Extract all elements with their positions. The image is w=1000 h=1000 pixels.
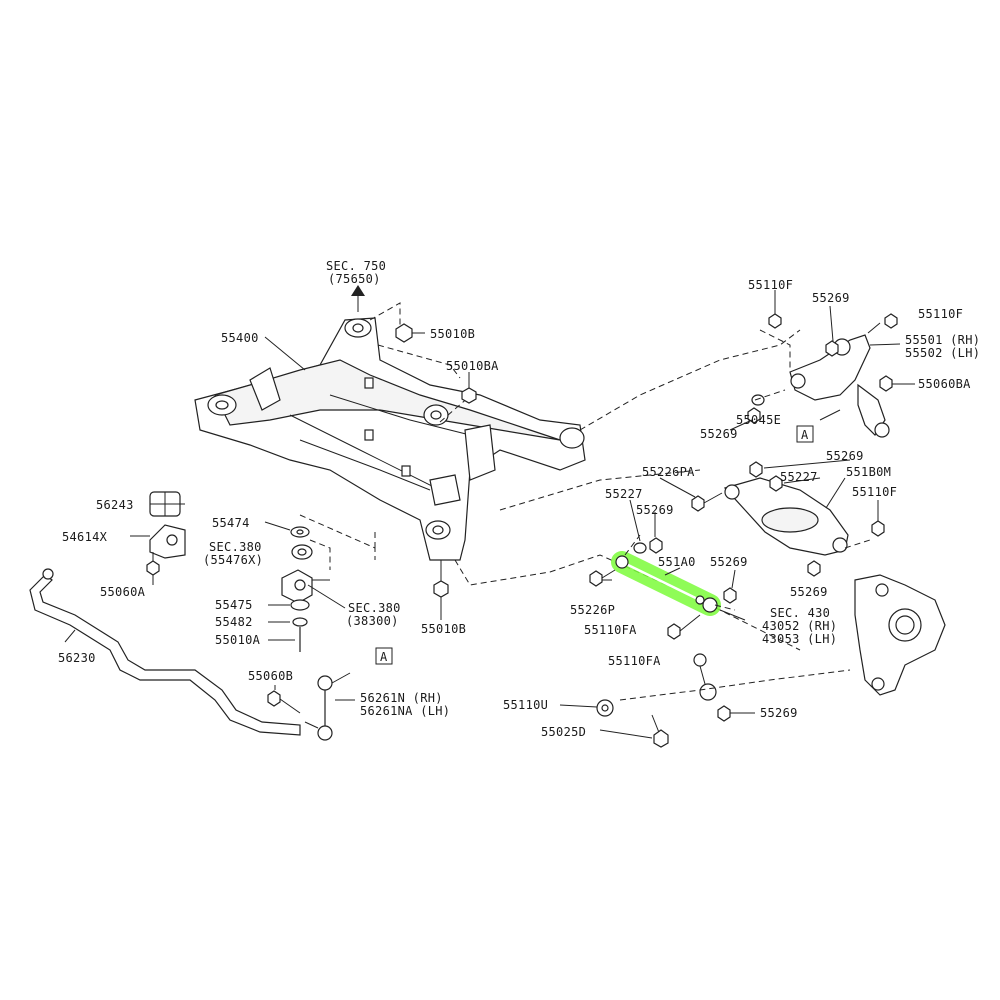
label-sec380b: SEC.380 xyxy=(348,601,401,615)
label-55110f-r: 55110F xyxy=(852,485,897,499)
label-54614x: 54614X xyxy=(62,530,108,544)
label-55502: 55502 (LH) xyxy=(905,346,980,360)
bolt-55110f-top xyxy=(768,290,782,329)
lower-link-55110u xyxy=(596,683,717,717)
label-551a0: 551A0 xyxy=(658,555,696,569)
differential-mount-38300 xyxy=(281,569,330,604)
bolt-55110fa2 xyxy=(693,653,707,685)
washer-55045e xyxy=(747,394,765,424)
label-43053: 43053 (LH) xyxy=(762,632,837,646)
label-55025d: 55025D xyxy=(541,725,586,739)
clamp-54614x xyxy=(149,524,186,559)
washer-55475 xyxy=(290,599,310,611)
label-55269-c: 55269 xyxy=(636,503,674,517)
reference-box-a-right: A xyxy=(796,425,814,443)
label-55501: 55501 (RH) xyxy=(905,333,980,347)
label-55269-mid: 55269 xyxy=(700,427,738,441)
rear-subframe xyxy=(194,317,586,561)
label-55110f-top: 55110F xyxy=(748,278,793,292)
stabilizer-link-56261n xyxy=(304,672,351,741)
nut-55010ba xyxy=(461,372,477,404)
svg-text:A: A xyxy=(380,650,388,664)
label-sec430: SEC. 430 xyxy=(770,606,830,620)
label-55010a: 55010A xyxy=(215,633,261,647)
label-55227: 55227 xyxy=(605,487,643,501)
nut-55269-top xyxy=(825,340,839,357)
nut-55269-c2 xyxy=(723,587,737,604)
washer-55474 xyxy=(290,526,310,538)
knuckle-43052 xyxy=(854,574,946,696)
bolt-55060b xyxy=(267,690,301,714)
label-sec380a: SEC.380 xyxy=(209,540,262,554)
label-sec750-sub: (75650) xyxy=(328,272,381,286)
label-sec750: SEC. 750 xyxy=(326,259,386,273)
bolt-55110fa xyxy=(667,614,701,640)
label-55227-r: 55227 xyxy=(780,470,818,484)
label-55060b: 55060B xyxy=(248,669,293,683)
label-55269-top: 55269 xyxy=(812,291,850,305)
label-55474: 55474 xyxy=(212,516,250,530)
washer-55227 xyxy=(633,542,647,554)
label-56230: 56230 xyxy=(58,651,96,665)
label-55060a: 55060A xyxy=(100,585,146,599)
svg-text:A: A xyxy=(801,428,809,442)
label-55226pa: 55226PA xyxy=(642,465,695,479)
label-sec380a-sub: (55476X) xyxy=(203,553,263,567)
nut-55010b-top xyxy=(395,323,425,343)
nut-55010b-bottom xyxy=(433,560,449,612)
label-55400: 55400 xyxy=(221,331,259,345)
label-55110fa: 55110FA xyxy=(584,623,637,637)
nut-55060ba xyxy=(879,375,893,392)
label-55110u: 55110U xyxy=(503,698,548,712)
label-551b0m: 551B0M xyxy=(846,465,891,479)
bolt-55226pa xyxy=(691,492,723,512)
nut-55269-b xyxy=(717,705,731,722)
label-55010ba: 55010BA xyxy=(446,359,499,373)
label-55482: 55482 xyxy=(215,615,253,629)
label-55110f-top2: 55110F xyxy=(918,307,963,321)
reference-box-a-left: A xyxy=(375,647,393,665)
label-55269-low: 55269 xyxy=(790,585,828,599)
bushing-55476x xyxy=(291,544,313,560)
lower-arm-551b0m xyxy=(723,477,849,556)
upper-arm-55501 xyxy=(789,334,890,438)
nut-55269-low xyxy=(807,560,821,577)
label-55269-r: 55269 xyxy=(826,449,864,463)
nut-55269-r xyxy=(749,461,763,478)
label-55060ba: 55060BA xyxy=(918,377,971,391)
label-55045e: 55045E xyxy=(736,413,781,427)
label-55010b-bottom: 55010B xyxy=(421,622,466,636)
bolt-55110f-r xyxy=(871,500,885,537)
bolt-55110f-top2 xyxy=(867,313,898,334)
label-55110fa2: 55110FA xyxy=(608,654,661,668)
label-55269-b: 55269 xyxy=(760,706,798,720)
bolt-55025d xyxy=(651,714,669,748)
label-43052: 43052 (RH) xyxy=(762,619,837,633)
washer-55482 xyxy=(292,617,308,627)
up-arrow-icon xyxy=(351,285,365,312)
label-56261n: 56261N (RH) xyxy=(360,691,443,705)
toe-link-551a0-highlighted[interactable] xyxy=(611,551,721,616)
bolt-55226p xyxy=(589,569,616,587)
label-55226p: 55226P xyxy=(570,603,615,617)
label-sec380b-sub: (38300) xyxy=(346,614,399,628)
label-56243: 56243 xyxy=(96,498,134,512)
stabilizer-bar-56230 xyxy=(29,568,301,736)
label-56261na: 56261NA (LH) xyxy=(360,704,450,718)
label-55010b-top: 55010B xyxy=(430,327,475,341)
label-55475: 55475 xyxy=(215,598,253,612)
nut-55227-r xyxy=(769,475,783,492)
bolt-55060a xyxy=(146,552,160,576)
label-55269-c2: 55269 xyxy=(710,555,748,569)
nut-55269-c xyxy=(649,537,663,554)
